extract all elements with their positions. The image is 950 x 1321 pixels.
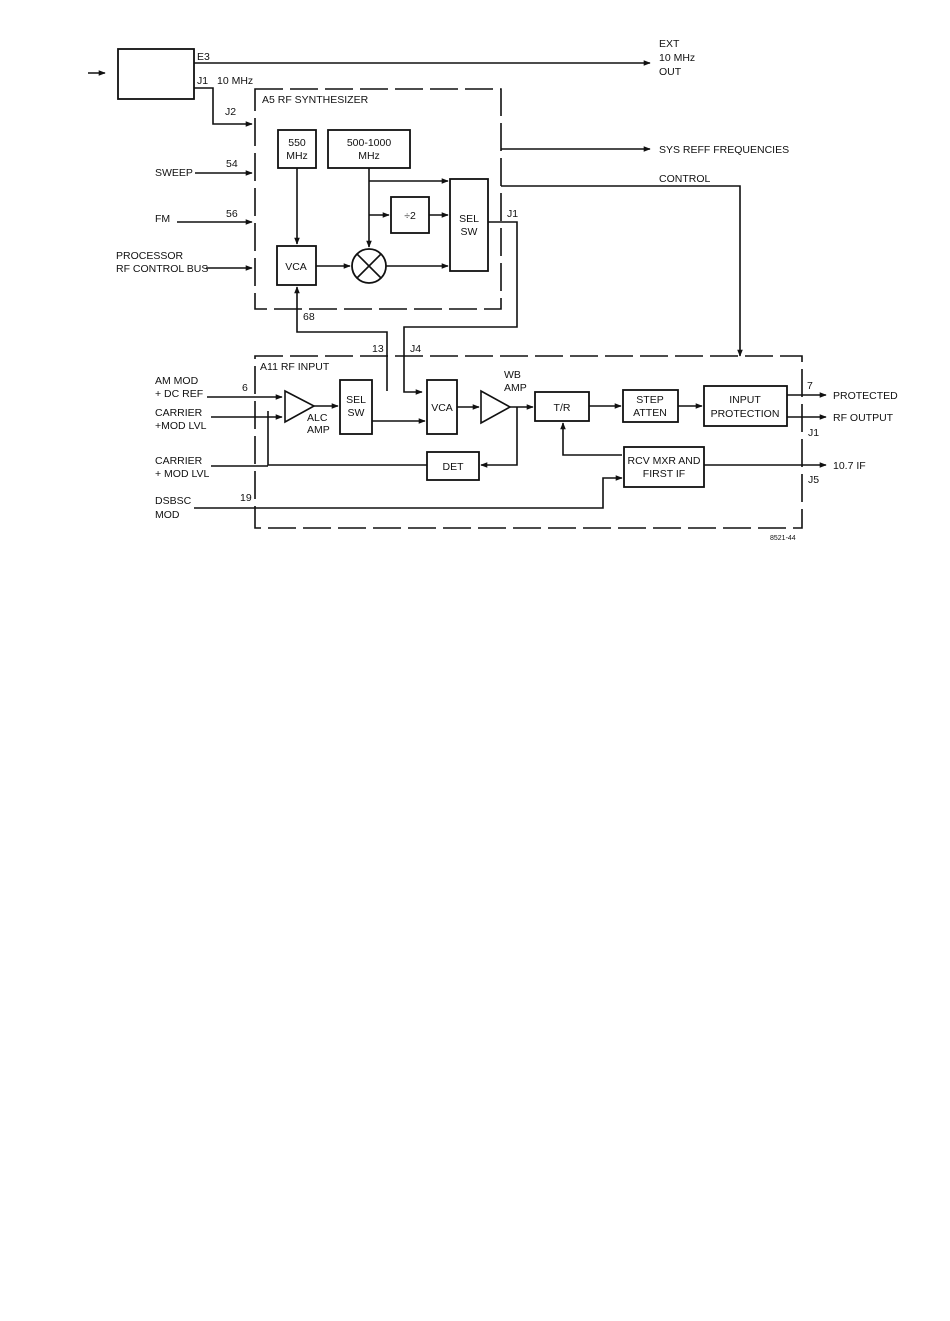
rcv-to-tr — [560, 422, 622, 456]
rcv-mxr-line2: FIRST IF — [643, 468, 685, 480]
pin-13-label: 13 — [372, 343, 384, 355]
synth-sel-sw-line1: SEL — [459, 213, 479, 225]
rcv-mxr-line1: RCV MXR AND — [628, 455, 701, 467]
rf-vca-box — [426, 379, 458, 435]
rf-sel-sw-line2: SW — [348, 407, 365, 419]
osc-500-line2: MHz — [358, 150, 380, 162]
ext-out-line2: 10 MHz — [659, 52, 695, 64]
j5-label: J5 — [808, 474, 819, 486]
control-line — [501, 185, 743, 357]
wbamp-to-det — [480, 407, 518, 468]
dsbsc-line1: DSBSC — [155, 495, 192, 507]
synth-j1-to-rf-vca — [403, 221, 518, 395]
synth-j2-label: J2 — [225, 106, 236, 118]
rf-sel-sw-line1: SEL — [346, 394, 366, 406]
rf-input-module-border — [254, 355, 803, 529]
control-label: CONTROL — [659, 173, 710, 185]
carrier1-line1: CARRIER — [155, 407, 203, 419]
alc-amp-line1: ALC — [307, 412, 328, 424]
rf-j1-label: J1 — [808, 427, 819, 439]
ref-freq-label: 10 MHz — [217, 75, 253, 87]
synth-sel-sw-box — [449, 178, 489, 272]
reference-oscillator-box — [117, 48, 195, 100]
synth-inputs: SWEEP 54 FM 56 PROCESSOR RF CONTROL BUS — [116, 158, 253, 275]
osc-550-box — [277, 129, 317, 169]
rf-inputs: AM MOD + DC REF 6 CARRIER +MOD LVL CARRI… — [155, 375, 623, 521]
a11-rf-input: A11 RF INPUT 13 J4 ALC AMP SEL SW VCA WB… — [254, 343, 898, 529]
alc-amp-symbol — [284, 389, 316, 424]
alc-amp-line2: AMP — [307, 424, 330, 436]
figure-id: 8521-44 — [770, 535, 796, 542]
j4-label: J4 — [410, 343, 421, 355]
carrier2-line2: + MOD LVL — [155, 468, 210, 480]
tr-label: T/R — [554, 402, 571, 414]
step-atten-line1: STEP — [636, 394, 663, 406]
rf-output-label: RF OUTPUT — [833, 412, 894, 424]
pin-68-label: 68 — [303, 311, 315, 323]
fm-label: FM — [155, 213, 170, 225]
osc-550-line2: MHz — [286, 150, 308, 162]
osc-500-line1: 500-1000 — [347, 137, 392, 149]
divide-by-2-box — [390, 196, 430, 234]
fm-pin: 56 — [226, 208, 238, 220]
wb-amp-line2: AMP — [504, 382, 527, 394]
ext-out-line3: OUT — [659, 66, 682, 78]
step-atten-box — [622, 389, 679, 423]
det-label: DET — [443, 461, 465, 473]
carrier1-line2: +MOD LVL — [155, 420, 207, 432]
processor-line2: RF CONTROL BUS — [116, 263, 208, 275]
input-protection-line1: INPUT — [729, 394, 761, 406]
pin-7-label: 7 — [807, 380, 813, 392]
am-pin-label: 6 — [242, 382, 248, 394]
rf-vca-label: VCA — [431, 402, 453, 414]
wb-amp-line1: WB — [504, 369, 521, 381]
step-atten-line2: ATTEN — [633, 407, 667, 419]
synth-vca-box — [276, 245, 317, 286]
carrier2-line1: CARRIER — [155, 455, 203, 467]
synth-title: A5 RF SYNTHESIZER — [262, 94, 369, 106]
wb-amp-symbol — [480, 389, 512, 425]
det-box — [426, 451, 480, 481]
rcv-mxr-box — [623, 446, 705, 488]
sys-reff-label: SYS REFF FREQUENCIES — [659, 144, 789, 156]
synth-vca-label: VCA — [285, 261, 307, 273]
ref-to-synth-line — [194, 87, 253, 127]
det-feedback-line — [267, 411, 427, 466]
if-out-label: 10.7 IF — [833, 460, 866, 472]
synth-j1-label: J1 — [507, 208, 518, 220]
rf-sel-sw-box — [339, 379, 373, 435]
sweep-pin: 54 — [226, 158, 238, 170]
reference-section: E3 J1 10 MHz J2 EXT 10 MHz OUT — [88, 38, 695, 127]
input-protection-line2: PROTECTION — [711, 408, 780, 420]
osc-550-line1: 550 — [288, 137, 306, 149]
rf-input-title: A11 RF INPUT — [260, 361, 330, 373]
input-protection-box — [703, 385, 788, 427]
ext-out-line1: EXT — [659, 38, 680, 50]
dsbsc-line — [194, 475, 623, 509]
processor-line1: PROCESSOR — [116, 250, 184, 262]
am-mod-line1: AM MOD — [155, 375, 199, 387]
alc-to-synth-vca — [294, 286, 388, 391]
dsbsc-line2: MOD — [155, 509, 180, 521]
synth-module-border — [254, 88, 502, 310]
synth-sel-sw-line2: SW — [461, 226, 478, 238]
osc-500-1000-box — [327, 129, 411, 169]
a5-rf-synthesizer: A5 RF SYNTHESIZER 550 MHz 500-1000 MHz ÷… — [254, 88, 789, 395]
divide-by-2-label: ÷2 — [404, 210, 416, 222]
sweep-label: SWEEP — [155, 167, 193, 179]
e3-label: E3 — [197, 51, 210, 63]
dsbsc-pin-label: 19 — [240, 492, 252, 504]
protected-label: PROTECTED — [833, 390, 898, 402]
am-mod-line2: + DC REF — [155, 388, 203, 400]
ref-j1-label: J1 — [197, 75, 208, 87]
